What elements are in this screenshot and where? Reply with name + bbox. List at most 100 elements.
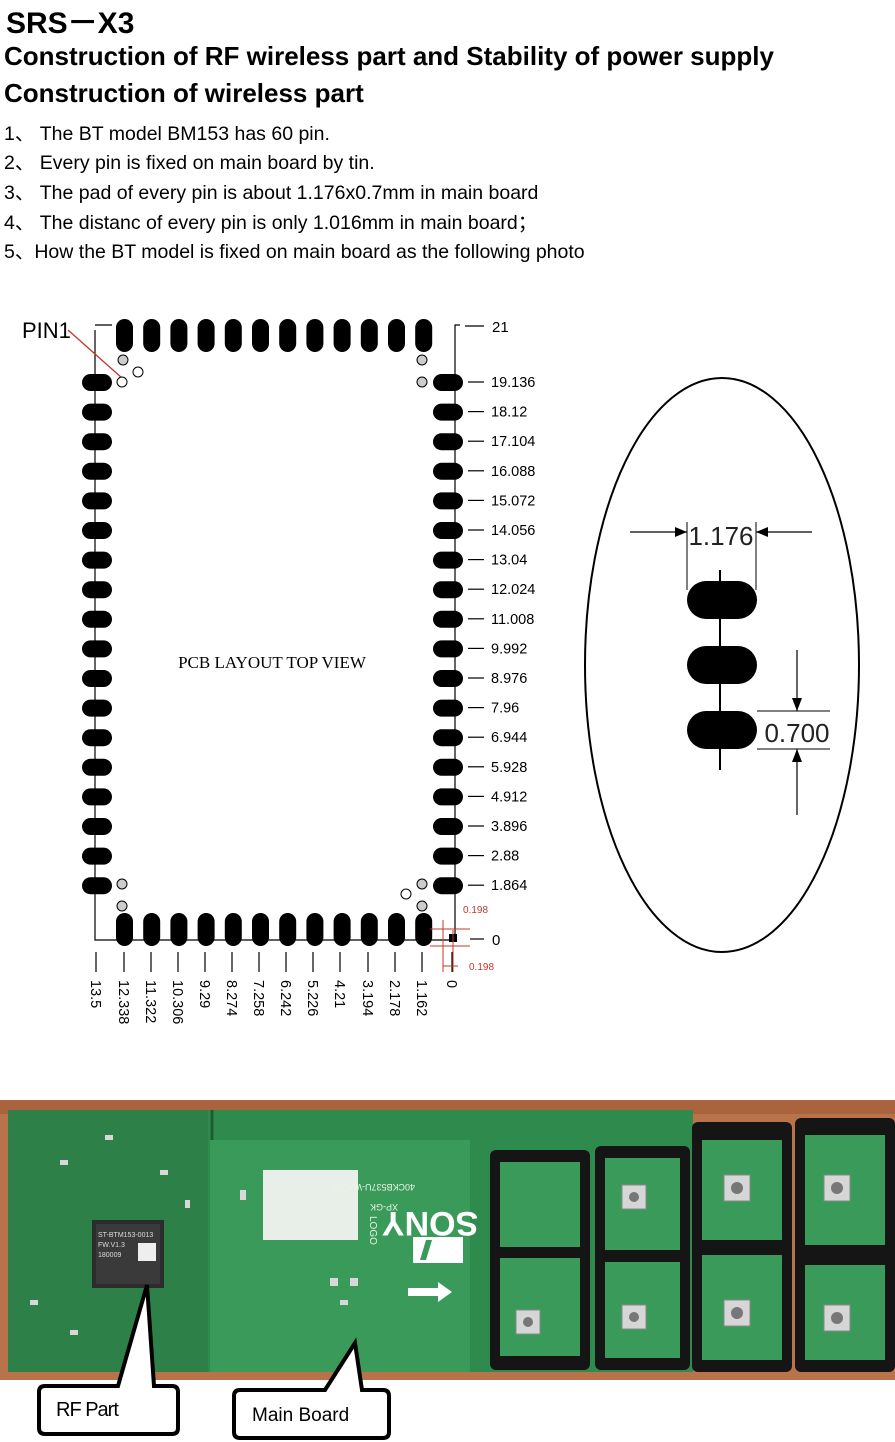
pad-top — [333, 319, 351, 352]
right-tick-label: 11.008 — [491, 612, 534, 628]
right-tick-label: 8.976 — [491, 671, 527, 687]
detail-height-label: 0.700 — [764, 718, 829, 748]
model-title: SRS－X3 — [6, 7, 135, 40]
right-tick-label: 12.024 — [491, 582, 535, 598]
pad-left — [82, 670, 112, 687]
pad-right — [433, 818, 463, 835]
bottom-tick-label: 6.242 — [277, 980, 293, 1016]
pad-left — [82, 818, 112, 835]
pad-right — [433, 788, 463, 806]
pad-bottom — [252, 913, 269, 946]
pad-top — [360, 319, 378, 352]
bottom-tick-label: 13.5 — [87, 980, 103, 1008]
callouts: RF Part Main Board — [37, 1284, 391, 1440]
pad-left — [82, 551, 112, 569]
list-item: 1、 The BT model BM153 has 60 pin. — [4, 123, 330, 145]
pcb-center-label: PCB LAYOUT TOP VIEW — [178, 653, 367, 672]
pad-left — [82, 640, 112, 658]
pad-left — [82, 581, 112, 599]
list-item: 5、How the BT model is fixed on main boar… — [4, 241, 585, 263]
pad-left — [82, 788, 112, 806]
bottom-tick-label: 12.338 — [115, 980, 131, 1024]
right-tick-label: 5.928 — [491, 760, 527, 776]
pad-bottom — [388, 913, 405, 946]
bottom-tick-label: 8.274 — [223, 980, 239, 1016]
pad-bottom — [170, 913, 188, 946]
top-right-label: 21 — [492, 319, 509, 336]
pad-left — [82, 610, 112, 628]
pad-left — [82, 492, 112, 510]
pad-bottom — [333, 913, 351, 946]
pad-bottom — [415, 913, 433, 946]
right-tick-label: 2.88 — [491, 849, 519, 865]
pad-right — [433, 640, 463, 658]
rf-part-label: RF Part — [56, 1399, 119, 1421]
section-heading: Construction of RF wireless part and Sta… — [4, 41, 774, 71]
pad-right — [433, 729, 463, 747]
board-brand: SONY — [382, 1204, 479, 1242]
right-tick-label: 9.992 — [491, 641, 527, 657]
bottom-tick-label: 9.29 — [196, 980, 212, 1008]
pad-right — [433, 374, 463, 391]
pad-bottom — [360, 913, 378, 946]
pad-bottom — [306, 913, 324, 946]
pin1-label: PIN1 — [22, 318, 71, 343]
pad-left — [82, 877, 112, 895]
module-text: ST-BTM153-0013 — [98, 1232, 153, 1239]
bottom-tick-label: 2.178 — [386, 980, 402, 1016]
right-tick-label: 7.96 — [491, 701, 519, 717]
right-tick-label: 1.864 — [491, 878, 527, 894]
main-board-callout — [232, 1337, 391, 1440]
pad-top — [170, 319, 188, 352]
main-board-label: Main Board — [252, 1405, 349, 1426]
list-item: 3、 The pad of every pin is about 1.176x0… — [4, 182, 539, 204]
pad-right — [433, 403, 463, 421]
rf-part-callout — [37, 1284, 180, 1436]
detail-width-label: 1.176 — [688, 521, 753, 551]
board-sub: XP-GK — [370, 1202, 398, 1212]
right-tick-label: 14.056 — [491, 523, 535, 539]
zero-label: 0 — [492, 932, 500, 949]
pad-right — [433, 847, 463, 865]
pad-bottom — [224, 913, 242, 946]
pad-left — [82, 374, 112, 391]
pad-right — [433, 610, 463, 628]
module-text: FW.V1.3 — [98, 1242, 125, 1249]
pad-bottom — [143, 913, 161, 946]
pad-top — [415, 319, 433, 352]
pad-top — [388, 319, 405, 352]
board-code: 40CKB537U-WAD4G — [329, 1182, 415, 1192]
list-item: 4、 The distanc of every pin is only 1.01… — [4, 212, 538, 234]
offset-label-top: 0.198 — [463, 905, 488, 916]
pad-left — [82, 433, 112, 451]
right-tick-label: 13.04 — [491, 553, 527, 569]
product-photo: 40CKB537U-WAD4G SONY XP-GK LOGO ST-BTM15… — [0, 1100, 895, 1380]
pad-left — [82, 758, 112, 776]
pad-bottom — [279, 913, 297, 946]
pad-top — [197, 319, 215, 352]
module-text: 180009 — [98, 1252, 121, 1259]
right-tick-label: 17.104 — [491, 434, 535, 450]
pad-top — [116, 319, 133, 352]
pad-right — [433, 670, 463, 687]
right-tick-label: 4.912 — [491, 789, 527, 805]
pcb-layout-figure: PIN1 19.13618.1217.10416.08815.07214.056… — [22, 318, 860, 1024]
offset-label-bottom: 0.198 — [469, 962, 494, 973]
pad-top — [279, 319, 297, 352]
pad-right — [433, 522, 463, 539]
pad-left — [82, 729, 112, 747]
bottom-tick-label: 10.306 — [169, 980, 185, 1024]
pad-left — [82, 522, 112, 539]
pad-left — [82, 699, 112, 717]
bottom-tick-label: 1.162 — [413, 980, 429, 1016]
pad-top — [224, 319, 242, 352]
pad-top — [143, 319, 161, 352]
pad-bottom — [116, 913, 133, 946]
right-tick-label: 19.136 — [491, 375, 535, 391]
pad-right — [433, 758, 463, 776]
detail-ellipse — [584, 377, 860, 953]
right-tick-label: 16.088 — [491, 464, 535, 480]
pad-right — [433, 551, 463, 569]
pad-top — [252, 319, 269, 352]
